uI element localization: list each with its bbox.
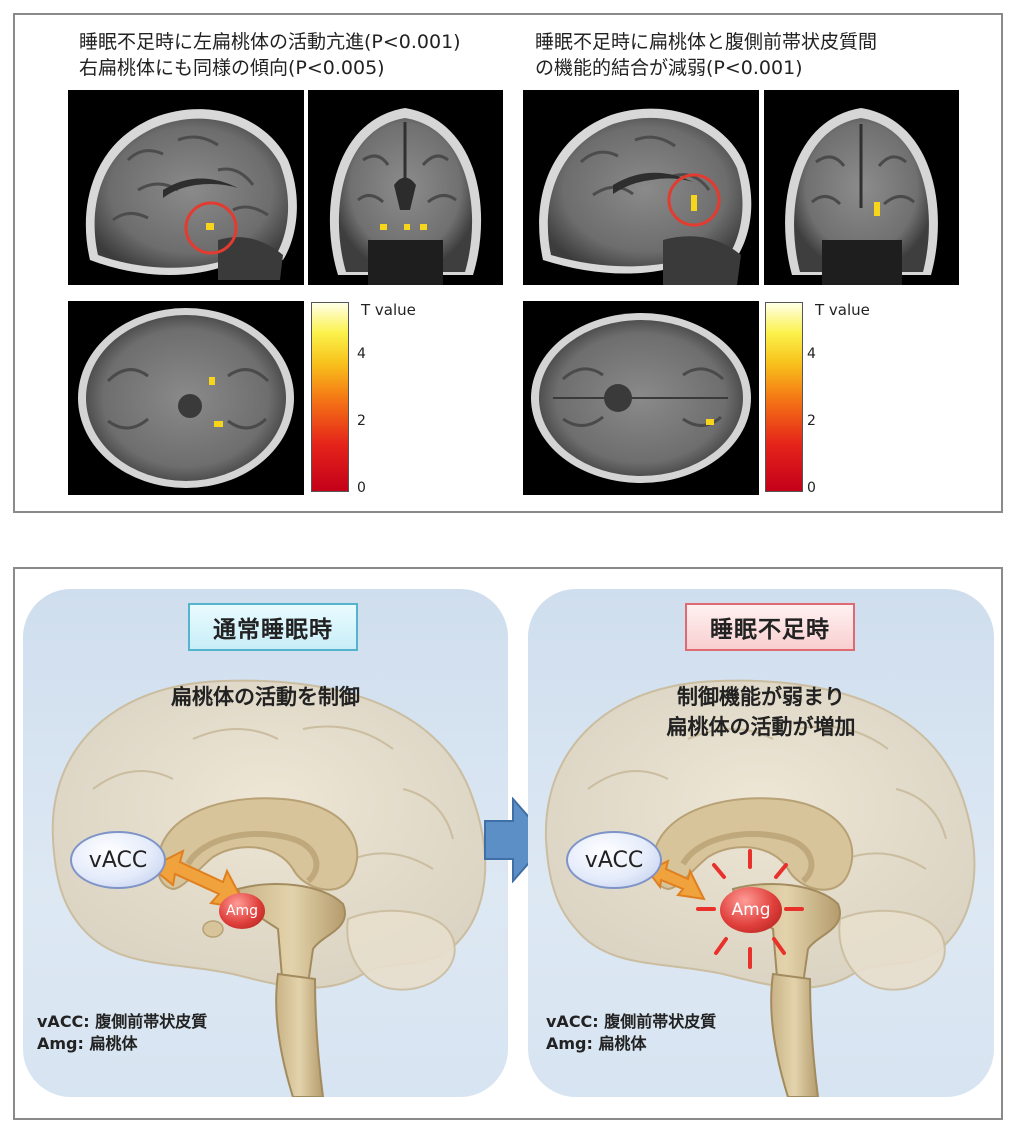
deprived-amg-node: Amg [720,887,782,933]
left-caption-line-2: 右扁桃体にも同様の傾向(P<0.005) [79,57,385,79]
sleep-deprived-title: 睡眠不足時 [685,603,855,651]
left-colorbar-title: T value [361,301,416,319]
right-colorbar-tick-2: 2 [807,413,816,429]
deprived-legend-amg-def: 扁桃体 [598,1034,647,1053]
deprived-vacc-node: vACC [566,831,662,889]
right-sagittal-mri [523,90,759,285]
left-caption: 睡眠不足時に左扁桃体の活動亢進(P<0.001) 右扁桃体にも同様の傾向(P<0… [79,29,461,81]
right-colorbar-tick-4: 4 [807,346,816,362]
fmri-results-panel: 睡眠不足時に左扁桃体の活動亢進(P<0.001) 右扁桃体にも同様の傾向(P<0… [13,13,1003,513]
normal-description: 扁桃体の活動を制御 [23,682,508,712]
right-colorbar [765,302,803,492]
deprived-legend-vacc: vACC: [546,1012,599,1031]
normal-vacc-node: vACC [70,831,166,889]
deprived-legend-vacc-def: 腹側前帯状皮質 [604,1012,717,1031]
normal-description-line-1: 扁桃体の活動を制御 [171,685,360,709]
right-caption-line-2: の機能的結合が減弱(P<0.001) [535,57,803,79]
deprived-legend-amg: Amg: [546,1034,593,1053]
normal-legend-vacc-def: 腹側前帯状皮質 [95,1012,208,1031]
normal-legend: vACC: 腹側前帯状皮質 Amg: 扁桃体 [37,1011,207,1055]
normal-legend-amg-def: 扁桃体 [89,1034,138,1053]
sleep-deprived-box: 睡眠不足時 制御機能が弱まり 扁桃体の活動が増加 vACC Amg vACC: … [528,589,994,1097]
right-colorbar-title: T value [815,301,870,319]
normal-sleep-title: 通常睡眠時 [188,603,358,651]
deprived-description-line-2: 扁桃体の活動が増加 [666,715,856,739]
normal-amg-node: Amg [219,893,265,929]
normal-sleep-box: 通常睡眠時 扁桃体の活動を制御 vACC Amg vACC: 腹側前帯状皮質 A… [23,589,508,1097]
right-colorbar-tick-0: 0 [807,480,816,496]
left-colorbar-tick-2: 2 [357,413,366,429]
left-colorbar-tick-4: 4 [357,346,366,362]
right-caption: 睡眠不足時に扁桃体と腹側前帯状皮質間 の機能的結合が減弱(P<0.001) [535,29,877,81]
left-sagittal-mri [68,90,304,285]
right-coronal-mri [764,90,959,285]
deprived-brain-illustration [544,679,976,1097]
deprived-description-line-1: 制御機能が弱まり [677,685,845,709]
left-colorbar [311,302,349,492]
left-axial-mri [68,301,304,495]
left-coronal-mri [308,90,503,285]
left-colorbar-tick-0: 0 [357,480,366,496]
deprived-legend: vACC: 腹側前帯状皮質 Amg: 扁桃体 [546,1011,716,1055]
right-axial-mri [523,301,759,495]
deprived-description: 制御機能が弱まり 扁桃体の活動が増加 [528,682,994,742]
left-caption-line-1: 睡眠不足時に左扁桃体の活動亢進(P<0.001) [79,31,461,53]
normal-brain-illustration [51,679,487,1097]
mechanism-diagram-panel: 通常睡眠時 扁桃体の活動を制御 vACC Amg vACC: 腹側前帯状皮質 A… [13,567,1003,1120]
normal-legend-amg: Amg: [37,1034,84,1053]
normal-legend-vacc: vACC: [37,1012,90,1031]
right-caption-line-1: 睡眠不足時に扁桃体と腹側前帯状皮質間 [535,31,878,53]
